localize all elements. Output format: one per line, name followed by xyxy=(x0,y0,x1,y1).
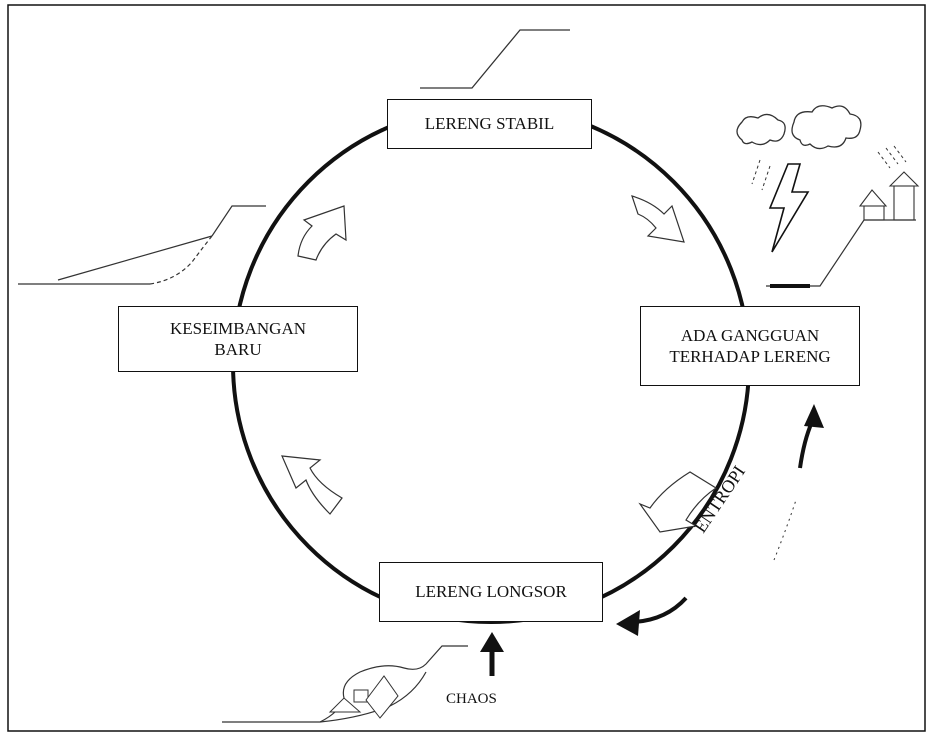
node-landslide-label: LERENG LONGSOR xyxy=(415,582,567,602)
node-stable-slope-label: LERENG STABIL xyxy=(424,114,555,134)
node-slope-disturbance-line1: ADA GANGGUAN xyxy=(680,325,820,345)
rain-icon xyxy=(751,145,907,191)
node-slope-disturbance-line2: TERHADAP LERENG xyxy=(669,347,831,366)
entropy-arrowhead-left xyxy=(616,610,640,636)
node-new-balance-line1: KESEIMBANGAN xyxy=(170,318,306,338)
collapsed-houses-icon xyxy=(328,675,399,719)
node-landslide: LERENG LONGSOR xyxy=(379,562,603,622)
new-balance-slope-sketch xyxy=(18,205,266,285)
node-new-balance-line2: BARU xyxy=(214,340,262,359)
cycle-arrow-bottom-right xyxy=(638,471,718,533)
node-new-balance: KESEIMBANGAN BARU xyxy=(118,306,358,372)
node-stable-slope: LERENG STABIL xyxy=(387,99,592,149)
node-slope-disturbance: ADA GANGGUAN TERHADAP LERENG xyxy=(640,306,860,386)
cycle-arrow-bottom-left xyxy=(281,455,343,515)
entropy-dotted-trail xyxy=(773,499,797,561)
disturbed-slope-sketch xyxy=(766,219,916,287)
storm-clouds-icon xyxy=(736,105,862,150)
lightning-icon xyxy=(768,163,810,253)
entropy-arrowhead-up xyxy=(804,404,824,428)
chaos-label: CHAOS xyxy=(446,691,497,707)
diagram-border xyxy=(7,4,926,732)
stable-slope-sketch xyxy=(420,29,570,89)
houses-on-slope-icon xyxy=(858,171,920,221)
chaos-arrowhead xyxy=(480,632,504,652)
cycle-arrow-top-right xyxy=(631,195,685,243)
cycle-arrow-top-left xyxy=(297,205,347,261)
